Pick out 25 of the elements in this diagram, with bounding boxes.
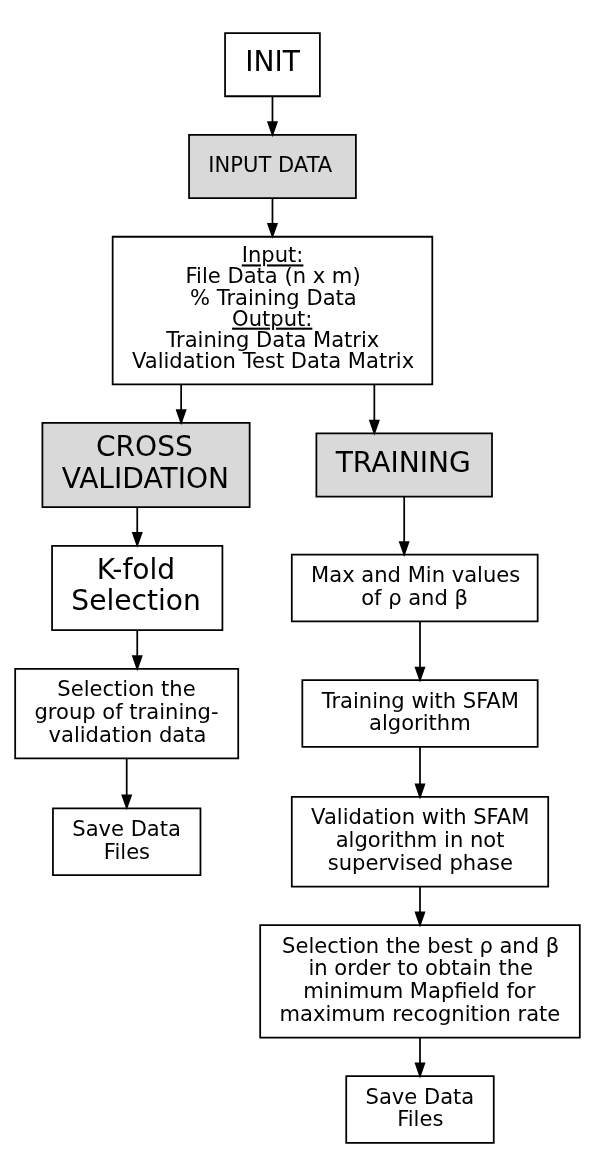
arrow (131, 629, 143, 671)
arrow (175, 383, 187, 425)
node-box: INPUT DATA (188, 133, 357, 199)
node-box: Max and Min values of ρ and β (290, 553, 539, 622)
arrow (414, 745, 426, 799)
node-box: Save Data Files (52, 807, 202, 876)
node-box: Training with SFAM algorithm (301, 678, 539, 748)
node-box: Selection the group of training-validation data (14, 667, 240, 759)
arrow (398, 495, 410, 557)
arrow (414, 1036, 426, 1078)
arrow (266, 197, 279, 239)
arrow (121, 757, 133, 810)
node-box: CROSS VALIDATION (41, 421, 251, 508)
arrow (414, 885, 426, 927)
node-box: TRAINING (315, 432, 493, 498)
node-box: K-fold Selection (51, 544, 224, 631)
arrow (131, 506, 143, 548)
node-box: Validation with SFAM algorithm in not supervised phase (290, 795, 550, 887)
node-box: Input: File Data (n x m) % Training Data Output: Training Data Matrix Validation Test Data Matrix (111, 235, 434, 385)
arrow (414, 620, 426, 682)
arrow (368, 383, 380, 436)
arrow (266, 94, 279, 137)
node-box: Save Data Files (345, 1074, 495, 1144)
node-box: Selection the best ρ and β in order to obtain the minimum Mapfield for maximum recognition rate (259, 923, 581, 1038)
node-box: INIT (224, 31, 321, 97)
